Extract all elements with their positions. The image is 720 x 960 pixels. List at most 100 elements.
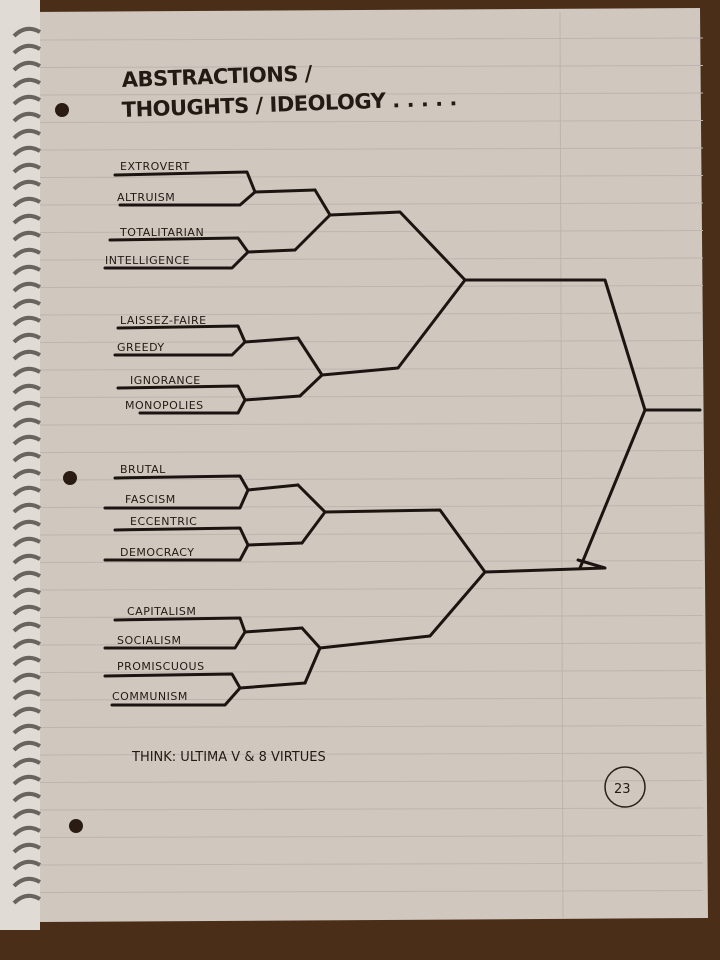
ruled-line	[39, 642, 704, 646]
ruled-line	[39, 477, 704, 481]
spiral-coil	[12, 570, 41, 582]
ruled-line	[39, 230, 704, 233]
ruled-line	[39, 175, 704, 178]
spiral-coil	[12, 349, 41, 361]
spiral-coil	[12, 213, 41, 225]
spiral-coil	[12, 689, 41, 701]
winner-line	[246, 541, 304, 547]
spiral-coil	[12, 723, 41, 735]
ruled-line	[39, 395, 704, 398]
ruled-line	[39, 65, 704, 68]
spiral-coil	[12, 26, 41, 38]
ruled-line	[39, 890, 704, 893]
ruled-line	[39, 285, 704, 288]
spiral-coil	[12, 859, 41, 871]
entrant-label: Democracy	[120, 546, 195, 559]
spiral-coil	[12, 791, 41, 803]
entrant-label: Extrovert	[120, 160, 190, 173]
winner-line	[253, 188, 317, 194]
spiral-coil	[12, 111, 41, 123]
entrant-label: Capitalism	[127, 605, 196, 618]
entrant-label: Intelligence	[105, 254, 190, 267]
spiral-coil	[12, 638, 41, 650]
spiral-coil	[12, 519, 41, 531]
punch-hole	[63, 471, 77, 485]
spiral-coil	[12, 247, 41, 259]
winner-line	[243, 336, 300, 344]
spiral-coil	[12, 893, 41, 905]
spiral-coil	[12, 315, 41, 327]
spiral-coil	[12, 740, 41, 752]
entrant-label: Monopolies	[125, 399, 204, 412]
spiral-coil	[12, 281, 41, 293]
entrant-label: Socialism	[117, 634, 181, 647]
punch-hole	[55, 103, 69, 117]
spiral-coil	[12, 706, 41, 718]
spiral-coil	[12, 553, 41, 565]
ruled-line	[39, 147, 704, 151]
entrant-label: Eccentric	[130, 515, 197, 528]
ruled-line	[39, 312, 704, 316]
spiral-coil	[12, 502, 41, 514]
bracket-entrants: ExtrovertAltruismTotalitarianIntelligenc…	[105, 160, 207, 703]
notebook-page	[30, 8, 708, 922]
ruled-line	[39, 257, 704, 261]
spiral-coil	[12, 485, 41, 497]
entrant-label: Totalitarian	[119, 226, 204, 239]
spiral-coil	[12, 604, 41, 616]
winner-line	[246, 483, 300, 492]
entrant-label: Communism	[112, 690, 188, 703]
page-number-circle	[604, 766, 646, 808]
winner-line	[328, 210, 467, 282]
ruled-line	[39, 807, 704, 811]
ruled-line	[39, 92, 704, 96]
ruled-line	[39, 560, 704, 563]
winner-line	[320, 278, 467, 377]
spiral-coil	[12, 774, 41, 786]
entrant-label: Brutal	[120, 463, 166, 476]
ruled-line	[39, 725, 704, 728]
spiral-coil	[12, 264, 41, 276]
spiral-coil	[12, 417, 41, 429]
punch-hole	[69, 819, 83, 833]
spiral-coil	[12, 230, 41, 242]
spiral-coil	[12, 876, 41, 888]
spiral-coil	[12, 366, 41, 378]
ruled-line	[39, 835, 704, 838]
bracket-lines	[103, 170, 702, 707]
spiral-coil	[12, 128, 41, 140]
spiral-coil	[12, 587, 41, 599]
final-top	[463, 278, 702, 412]
spiral-coil	[12, 298, 41, 310]
spiral-coil	[12, 400, 41, 412]
spiral-coil	[12, 145, 41, 157]
ruled-line	[39, 780, 704, 783]
spiral-coil	[12, 77, 41, 89]
ruled-line	[39, 615, 704, 618]
margin-line	[559, 11, 564, 919]
spiral-coil	[12, 179, 41, 191]
ruled-line	[39, 120, 704, 123]
winner-line	[246, 248, 297, 254]
ruled-line	[39, 340, 704, 343]
ruled-lines	[39, 37, 704, 893]
ruled-line	[39, 670, 704, 673]
entrant-label: Laissez-Faire	[120, 314, 207, 327]
spiral-coil	[12, 842, 41, 854]
final-join	[578, 408, 647, 570]
spiral-coil	[12, 162, 41, 174]
entrant-label: Fascism	[125, 493, 176, 506]
spiral-coil	[12, 383, 41, 395]
spiral-coil	[12, 468, 41, 480]
spiral-coil	[12, 536, 41, 548]
spiral-coil	[12, 332, 41, 344]
winner-line	[243, 394, 302, 402]
entrant-label: Ignorance	[130, 374, 201, 387]
spiral-coil	[12, 808, 41, 820]
spiral-coil	[12, 672, 41, 684]
spiral-coil	[12, 757, 41, 769]
spiral-coil	[12, 825, 41, 837]
ruled-line	[39, 422, 704, 426]
winner-line	[318, 570, 487, 650]
spiral-coil	[12, 434, 41, 446]
